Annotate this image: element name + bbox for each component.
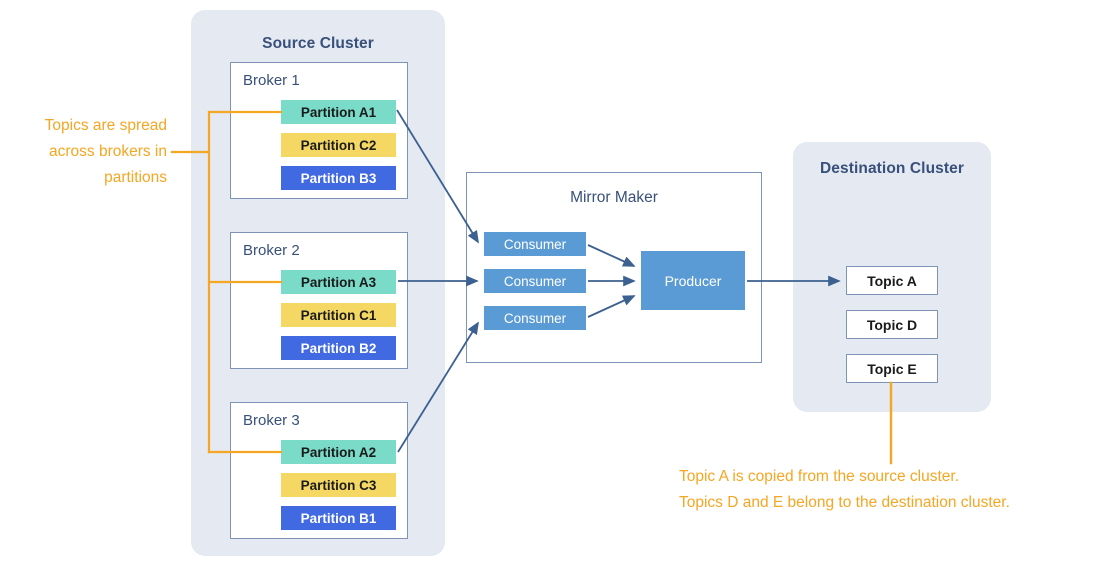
source-cluster-title: Source Cluster [262, 35, 374, 52]
consumer-1[interactable]: Consumer [484, 232, 586, 256]
mirror-maker-title: Mirror Maker [570, 189, 658, 206]
consumer-2[interactable]: Consumer [484, 269, 586, 293]
topic-e[interactable]: Topic E [846, 354, 938, 383]
partition-c1[interactable]: Partition C1 [281, 303, 396, 327]
partition-c2[interactable]: Partition C2 [281, 133, 396, 157]
partition-a3[interactable]: Partition A3 [281, 270, 396, 294]
producer[interactable]: Producer [641, 251, 745, 310]
partition-b3[interactable]: Partition B3 [281, 166, 396, 190]
consumer-3[interactable]: Consumer [484, 306, 586, 330]
partition-c3[interactable]: Partition C3 [281, 473, 396, 497]
destination-cluster-title: Destination Cluster [819, 160, 964, 177]
topic-a[interactable]: Topic A [846, 266, 938, 295]
broker-1-title: Broker 1 [243, 72, 300, 89]
topic-d[interactable]: Topic D [846, 310, 938, 339]
broker-2-title: Broker 2 [243, 242, 300, 259]
annotation-bottom: Topic A is copied from the source cluste… [679, 468, 1010, 511]
annotation-left: Topics are spread across brokers in part… [44, 117, 167, 186]
broker-3-title: Broker 3 [243, 412, 300, 429]
partition-a1[interactable]: Partition A1 [281, 100, 396, 124]
partition-b1[interactable]: Partition B1 [281, 506, 396, 530]
partition-a2[interactable]: Partition A2 [281, 440, 396, 464]
partition-b2[interactable]: Partition B2 [281, 336, 396, 360]
